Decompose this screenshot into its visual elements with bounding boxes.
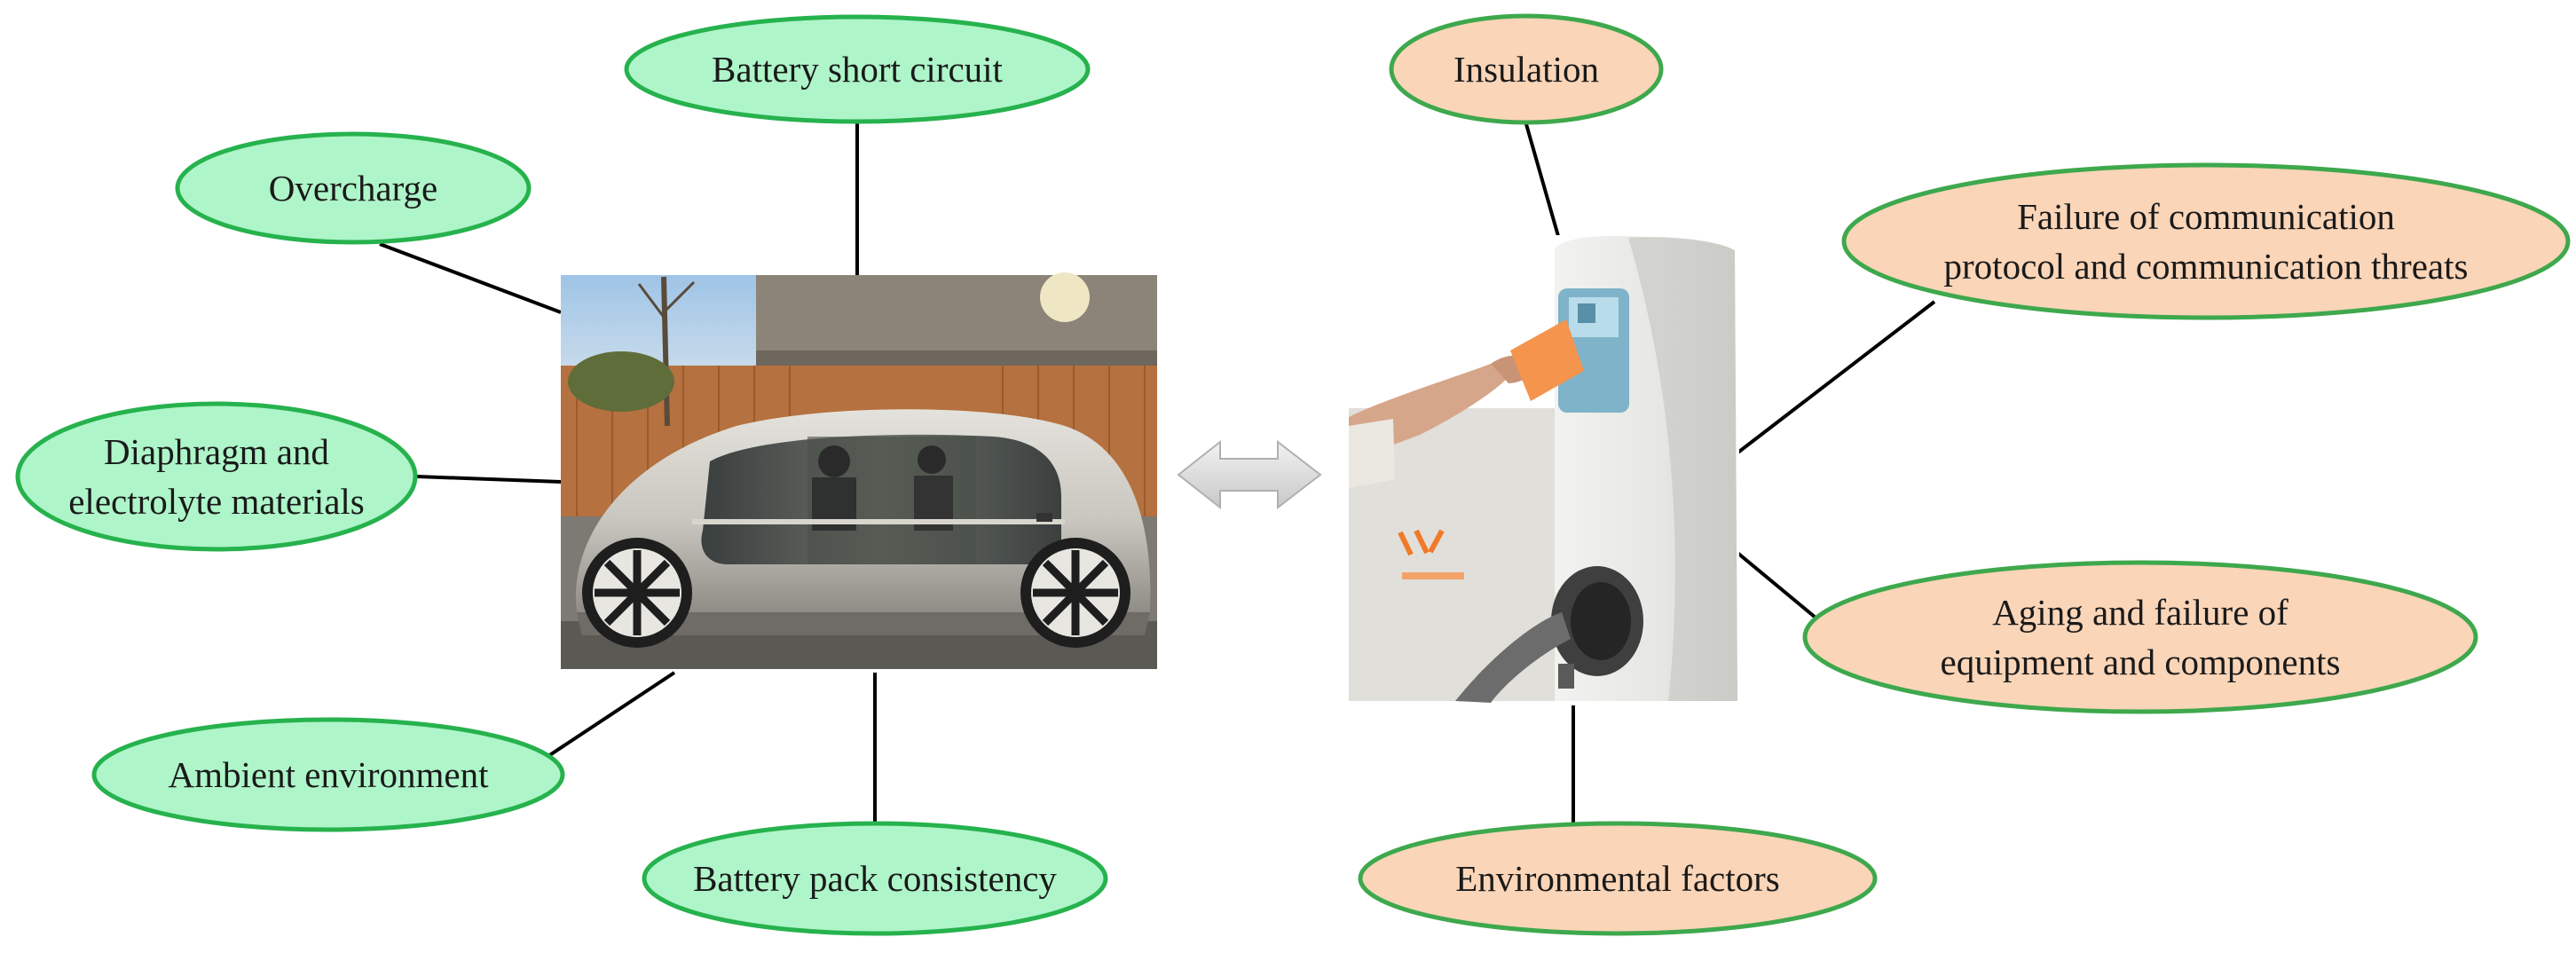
charging-station-photo: [1340, 235, 1739, 705]
connector-lines: [379, 122, 1936, 823]
oval-battery-pack: [642, 821, 1108, 936]
oval-battery-short-circuit: [624, 14, 1091, 124]
car-wheel-rear: [1020, 538, 1130, 648]
electric-vehicle-photo: [561, 272, 1157, 669]
line-overcharge: [379, 242, 562, 314]
oval-diaphragm: [15, 401, 418, 552]
line-aging: [1730, 547, 1817, 619]
line-ambient-environment: [547, 671, 676, 758]
double-headed-arrow: [1177, 439, 1322, 510]
line-communication: [1730, 300, 1936, 459]
oval-environmental: [1358, 821, 1878, 936]
oval-aging: [1802, 560, 2478, 714]
oval-communication: [1841, 162, 2571, 320]
oval-insulation: [1389, 13, 1664, 125]
car-wheel-front: [582, 538, 692, 648]
oval-ambient-environment: [91, 717, 565, 832]
line-insulation: [1524, 123, 1564, 249]
line-diaphragm: [416, 475, 562, 484]
oval-overcharge: [175, 131, 532, 245]
